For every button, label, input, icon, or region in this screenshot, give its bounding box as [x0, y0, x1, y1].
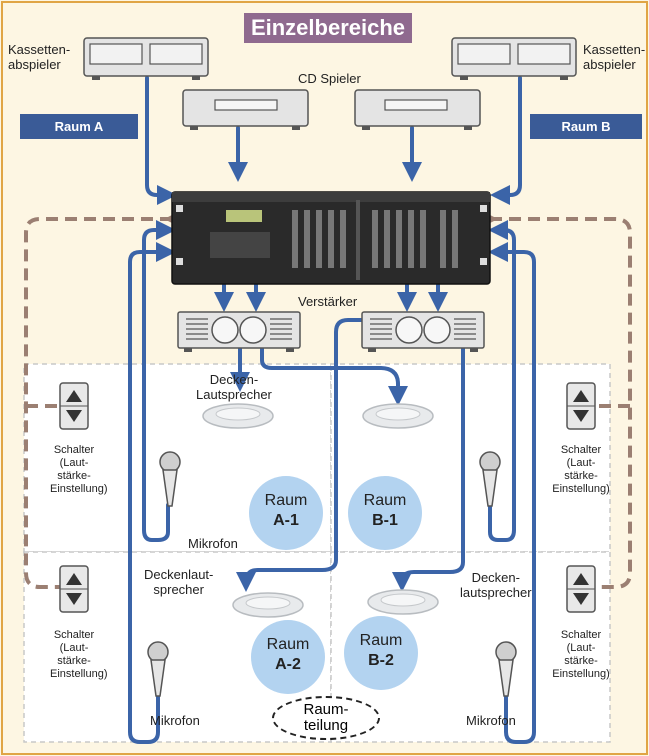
room-partition: Raum- teilung	[272, 696, 380, 740]
microphone-b2	[495, 641, 517, 697]
microphone-top-label: Mikrofon	[188, 536, 238, 551]
amplifier-label: Verstärker	[298, 294, 358, 309]
volume-switch-b1	[566, 382, 596, 430]
ceiling-speaker-a2	[232, 592, 304, 618]
ceiling-speaker-bottom-right-label: Decken- lautsprecher	[460, 570, 532, 600]
volume-switch-b2	[566, 565, 596, 613]
cd-player-left	[182, 89, 309, 130]
ceiling-speaker-bottom-left-label: Deckenlaut- sprecher	[144, 567, 214, 597]
ceiling-speaker-b1	[362, 403, 434, 429]
switch-label-a1: Schalter(Laut- stärke-Einstellung)	[50, 444, 108, 495]
cassette-right-label: Kassetten- abspieler	[583, 42, 646, 72]
volume-switch-a2	[59, 565, 89, 613]
microphone-a2	[147, 641, 169, 697]
microphone-b1	[479, 451, 501, 507]
ceiling-speaker-top-label: Decken- Lautsprecher	[196, 372, 272, 402]
room-a-label: Raum A	[20, 114, 138, 139]
switch-label-b1: Schalter(Laut- stärke-Einstellung)	[552, 444, 610, 495]
microphone-a1	[159, 451, 181, 507]
ceiling-speaker-b2	[367, 589, 439, 615]
room-b-label: Raum B	[530, 114, 642, 139]
diagram-title: Einzelbereiche	[244, 13, 412, 43]
cd-player-right	[354, 89, 481, 130]
volume-switch-a1	[59, 382, 89, 430]
ceiling-speaker-a1	[202, 403, 274, 429]
switch-label-b2: Schalter(Laut- stärke-Einstellung)	[552, 629, 610, 680]
control-wires	[24, 211, 632, 589]
mixer-rack	[171, 191, 491, 285]
microphone-bottom-left-label: Mikrofon	[150, 713, 200, 728]
room-zones	[23, 363, 611, 743]
microphone-bottom-right-label: Mikrofon	[466, 713, 516, 728]
cassette-player-left	[83, 37, 209, 80]
amplifier-left	[177, 311, 301, 352]
amplifier-right	[361, 311, 485, 352]
cassette-player-right	[451, 37, 577, 80]
cassette-left-label: Kassetten- abspieler	[8, 42, 71, 72]
switch-label-a2: Schalter(Laut- stärke-Einstellung)	[50, 629, 108, 680]
cd-player-label: CD Spieler	[298, 71, 361, 86]
signal-wires	[128, 76, 536, 744]
